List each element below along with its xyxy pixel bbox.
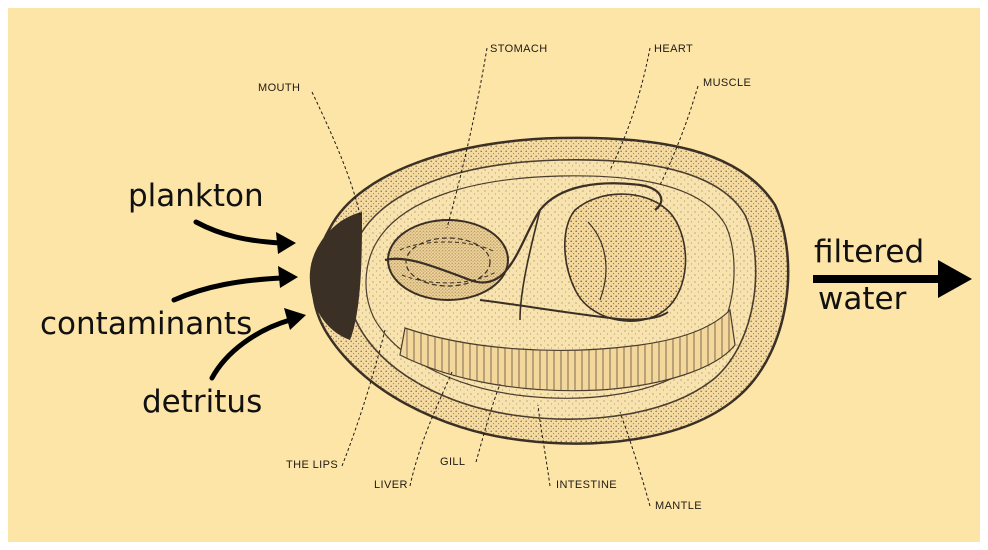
input-arrows [174,222,306,378]
adductor-muscle [565,194,686,321]
label-filtered: filtered [814,234,924,270]
label-liver: LIVER [374,479,408,491]
arrow-contaminants [174,278,282,300]
arrow-filtered-water-head [938,260,972,298]
oyster-shell [313,138,788,444]
arrow-detritus-head [284,308,306,330]
arrow-contaminants-head [278,266,298,288]
label-mantle: MANTLE [655,500,702,512]
output-group: filtered water [813,234,972,317]
label-stomach: STOMACH [490,43,548,55]
label-heart: HEART [654,43,693,55]
hinge-mouth-end [310,212,362,340]
label-intestine: INTESTINE [556,479,617,491]
label-detritus: detritus [142,384,262,420]
arrow-plankton [196,222,280,243]
label-contaminants: contaminants [40,306,252,342]
label-water: water [818,281,907,317]
label-the-lips: THE LIPS [286,459,338,471]
label-muscle: MUSCLE [703,77,751,89]
leader-mouth [312,92,360,215]
arrow-plankton-head [276,232,296,254]
input-words: plankton contaminants detritus [40,178,264,420]
label-mouth: MOUTH [258,82,300,94]
label-gill: GILL [440,456,465,468]
label-plankton: plankton [128,178,264,214]
